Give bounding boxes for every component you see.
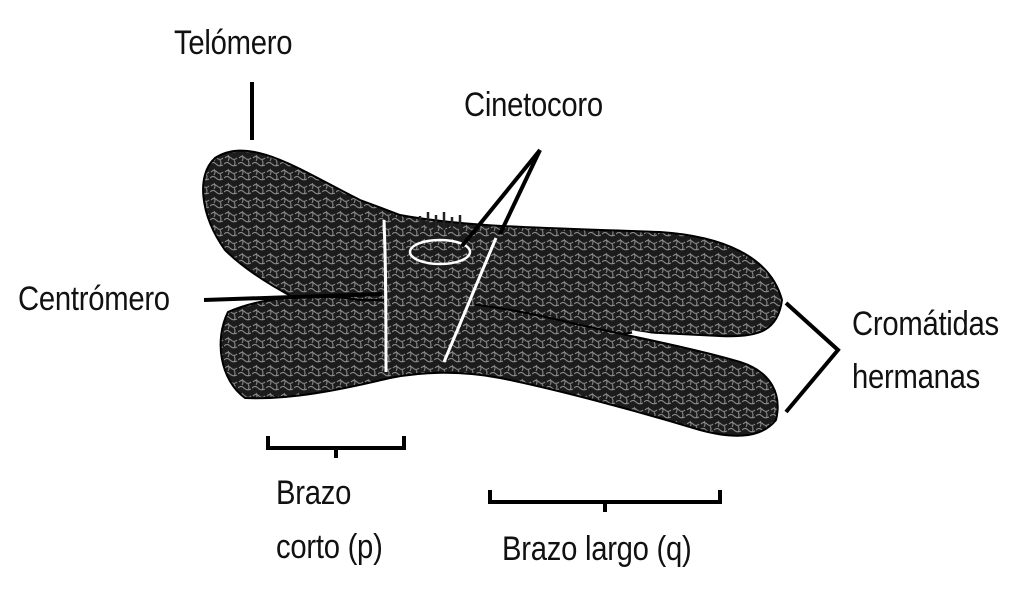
short-arm-label-line2: corto (p) [276, 528, 383, 566]
sister-chromatids-label-line1: Cromátidas [852, 305, 999, 343]
kinetochore-label: Cinetocoro [464, 86, 603, 124]
sister-chromatids-bracket [786, 303, 838, 412]
short-arm-bracket [268, 436, 404, 458]
telomere-label: Telómero [174, 24, 292, 62]
long-arm-bracket [490, 490, 720, 512]
short-arm-label-line1: Brazo [276, 474, 351, 512]
long-arm-label: Brazo largo (q) [502, 530, 692, 568]
centromere-label: Centrómero [18, 280, 170, 318]
sister-chromatids-label-line2: hermanas [852, 358, 980, 396]
